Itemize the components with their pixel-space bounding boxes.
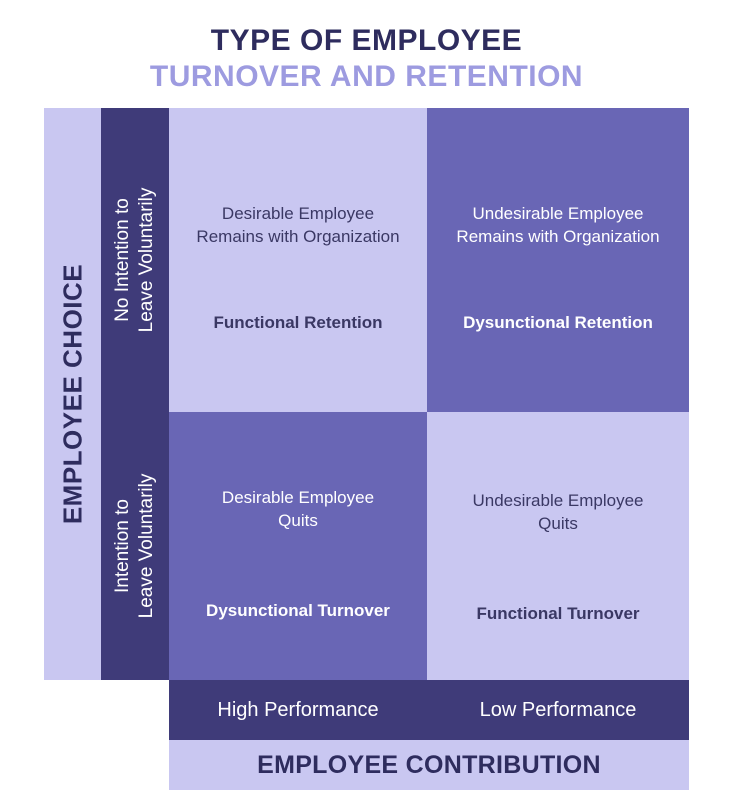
row-label-intention: Intention to Leave Voluntarily: [101, 412, 169, 680]
cell-type-label: Dysunctional Turnover: [206, 601, 390, 620]
quadrant-functional-retention: Desirable Employee Remains with Organiza…: [169, 108, 427, 412]
cell-desc-line1: Desirable Employee: [221, 488, 375, 507]
title-line-1: TYPE OF EMPLOYEE: [210, 24, 523, 57]
employee-choice-label: EMPLOYEE CHOICE: [57, 263, 87, 525]
cell-desc-line1: Undesirable Employee: [472, 204, 644, 223]
cell-desc-line2: Quits: [538, 514, 578, 533]
quadrant-dysfunctional-retention: Undesirable Employee Remains with Organi…: [427, 108, 689, 412]
row-label-no-intention-line1: No Intention to: [112, 198, 133, 322]
column-label-high-performance: High Performance: [217, 698, 379, 721]
cell-desc-line2: Remains with Organization: [196, 227, 400, 246]
cell-desc-line2: Remains with Organization: [456, 227, 660, 246]
employee-choice-band: EMPLOYEE CHOICE: [44, 108, 101, 680]
cell-desc-line1: Undesirable Employee: [472, 491, 644, 510]
employee-contribution-band: EMPLOYEE CONTRIBUTION: [169, 740, 689, 790]
row-label-intention-line2: Leave Voluntarily: [136, 473, 157, 619]
row-label-no-intention-line2: Leave Voluntarily: [136, 187, 157, 333]
column-label-band: High Performance Low Performance: [169, 680, 689, 740]
row-label-band: No Intention to Leave Voluntarily Intent…: [101, 108, 169, 680]
cell-desc-line2: Quits: [278, 511, 318, 530]
title-line-2: TURNOVER AND RETENTION: [149, 60, 584, 93]
cell-type-label: Dysunctional Retention: [463, 313, 653, 332]
employee-contribution-label: EMPLOYEE CONTRIBUTION: [257, 750, 601, 779]
cell-type-label: Functional Turnover: [476, 604, 640, 623]
quadrant-functional-turnover: Undesirable Employee Quits Functional Tu…: [427, 412, 689, 680]
quadrant-dysfunctional-turnover: Desirable Employee Quits Dysunctional Tu…: [169, 412, 427, 680]
row-label-intention-line1: Intention to: [112, 498, 133, 594]
cell-desc-line1: Desirable Employee: [221, 204, 375, 223]
cell-type-label: Functional Retention: [213, 313, 383, 332]
column-label-low-performance: Low Performance: [479, 698, 637, 721]
row-label-no-intention: No Intention to Leave Voluntarily: [101, 108, 169, 412]
